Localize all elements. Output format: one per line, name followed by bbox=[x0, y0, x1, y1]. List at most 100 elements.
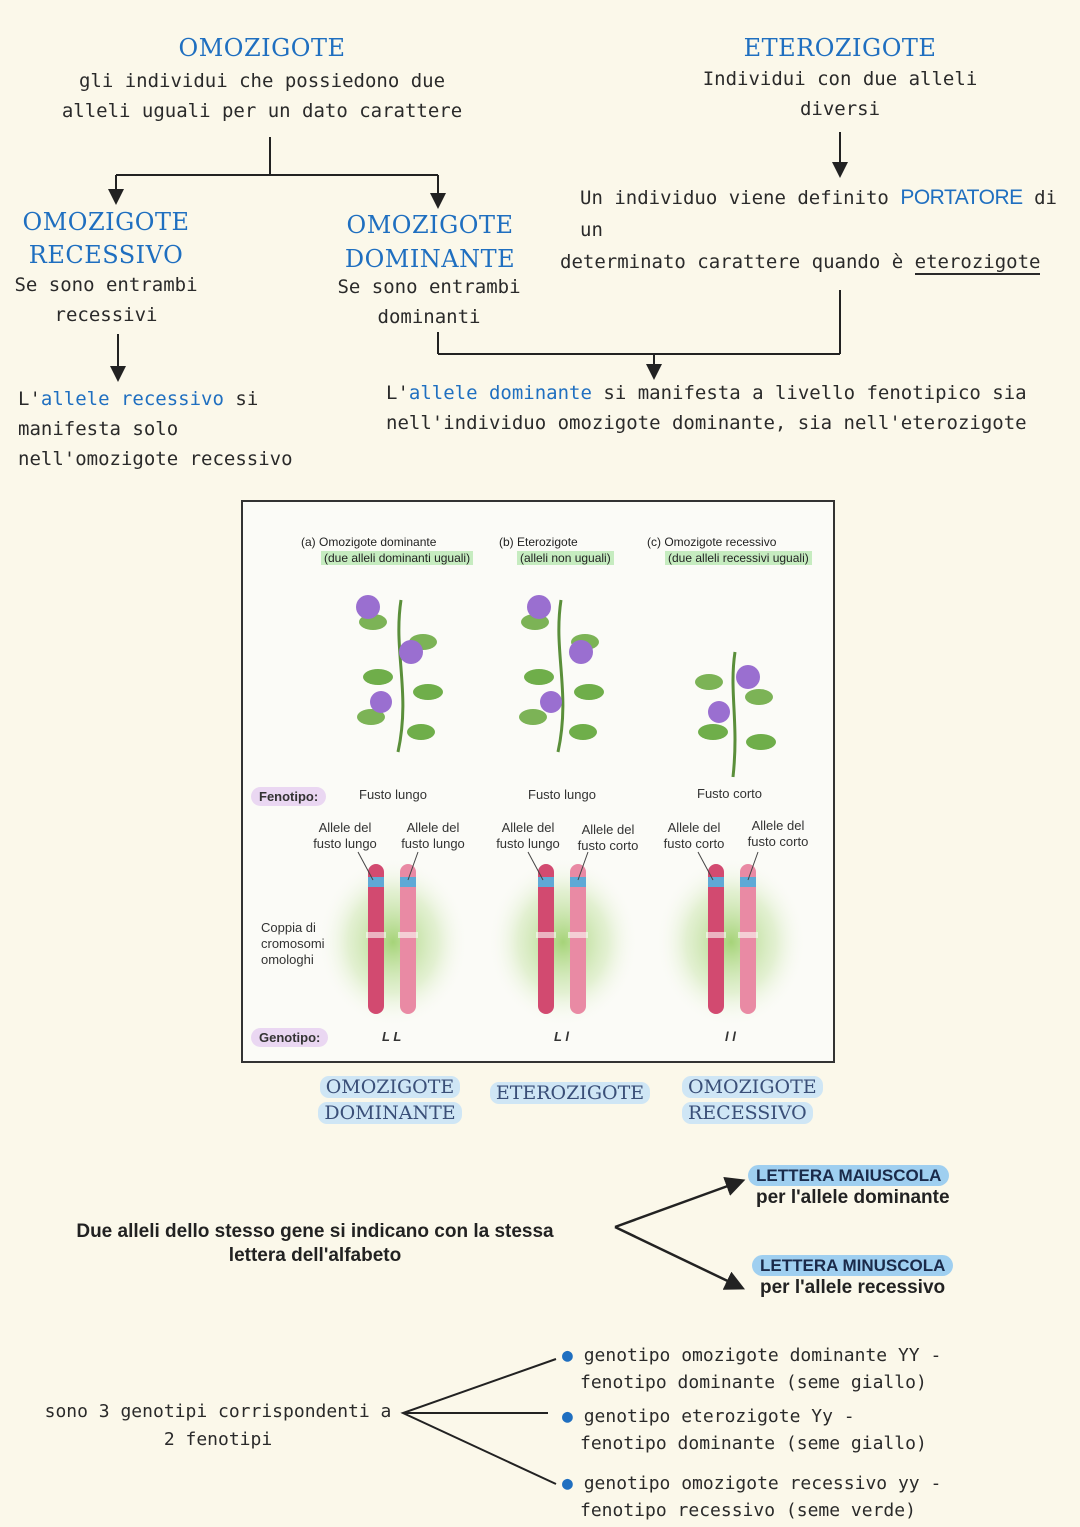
genotype-item-1: ● genotipo omozigote dominante YY - feno… bbox=[562, 1342, 1062, 1396]
allele-c2-type: fusto corto bbox=[747, 834, 809, 849]
dominante-desc-line1: Se sono entrambi bbox=[337, 276, 521, 298]
recessivo-desc: Se sono entrambi recessivi bbox=[0, 270, 212, 330]
portatore-note: Un individuo viene definito PORTATORE di… bbox=[560, 182, 1060, 278]
header-a-title: (a) Omozigote dominante bbox=[301, 535, 437, 549]
homologous-pair-label: Coppia di cromosomi omologhi bbox=[261, 920, 325, 968]
recessivo-note-line2: manifesta solo bbox=[18, 418, 179, 440]
recessivo-title-line1: OMOZIGOTE bbox=[22, 208, 190, 236]
recessivo-note-post: si bbox=[235, 388, 259, 410]
header-b-title: (b) Eterozigote bbox=[499, 535, 578, 549]
bullet-icon: ● bbox=[562, 1406, 573, 1427]
allele-a2-type: fusto lungo bbox=[401, 836, 465, 851]
recessivo-note-line3: nell'omozigote recessivo bbox=[18, 448, 293, 470]
header-b-sub: (alleli non uguali) bbox=[517, 551, 614, 565]
letters-statement-line2: lettera dell'alfabeto bbox=[228, 1245, 402, 1266]
genotype-item-2-line2: fenotipo dominante (seme giallo) bbox=[580, 1433, 927, 1454]
chromosome-pair-b-icon bbox=[536, 864, 588, 1014]
chromosome-pair-c-icon bbox=[706, 864, 758, 1014]
dominante-note-line2: nell'individuo omozigote dominante, sia … bbox=[386, 412, 1027, 434]
dominante-note-post: si manifesta a livello fenotipico sia bbox=[603, 382, 1027, 404]
genotype-item-3-line2: fenotipo recessivo (seme verde) bbox=[580, 1500, 916, 1521]
allele-b2-type: fusto corto bbox=[577, 838, 639, 853]
genotype-label-text: Genotipo: bbox=[251, 1028, 329, 1047]
caption-dominante: OMOZIGOTE DOMINANTE bbox=[310, 1074, 470, 1126]
caption-a-line1: OMOZIGOTE bbox=[319, 1076, 461, 1098]
allele-c1-word: Allele del bbox=[667, 820, 721, 835]
plant-a-icon bbox=[356, 595, 443, 753]
omozigote-desc-line1: gli individui che possiedono due bbox=[78, 70, 446, 92]
uppercase-rule: LETTERA MAIUSCOLA per l'allele dominante bbox=[748, 1165, 1068, 1210]
letters-statement-line1: Due alleli dello stesso gene si indicano… bbox=[76, 1221, 554, 1242]
lowercase-desc: per l'allele recessivo bbox=[760, 1277, 946, 1298]
pair-label-line1: Coppia di bbox=[261, 920, 316, 935]
recessivo-note-blue: allele recessivo bbox=[40, 388, 224, 410]
pair-label-line2: cromosomi bbox=[261, 936, 325, 951]
allele-b1-type: fusto lungo bbox=[496, 836, 560, 851]
plant-b-icon bbox=[519, 595, 604, 753]
figure-header-a: (a) Omozigote dominante (due alleli domi… bbox=[301, 534, 474, 566]
lowercase-tag: LETTERA MINUSCOLA bbox=[752, 1255, 954, 1276]
genotype-c: l l bbox=[725, 1029, 736, 1044]
portatore-line2-pre: determinato carattere quando è bbox=[560, 251, 904, 273]
bullet-icon: ● bbox=[562, 1345, 573, 1366]
genotypes-statement: sono 3 genotipi corrispondenti a 2 fenot… bbox=[40, 1398, 396, 1454]
genotype-b: L l bbox=[554, 1029, 569, 1044]
bullet-icon: ● bbox=[562, 1473, 573, 1494]
recessivo-note: L'allele recessivo si manifesta solo nel… bbox=[18, 384, 298, 474]
dominante-title: OMOZIGOTE DOMINANTE bbox=[330, 208, 530, 276]
header-a-sub: (due alleli dominanti uguali) bbox=[321, 551, 474, 565]
omozigote-desc: gli individui che possiedono due alleli … bbox=[60, 66, 464, 126]
figure-header-c: (c) Omozigote recessivo (due alleli rece… bbox=[647, 534, 812, 566]
recessivo-title: OMOZIGOTE RECESSIVO bbox=[6, 206, 206, 272]
dominante-note-pre: L' bbox=[386, 382, 409, 404]
eterozigote-desc: Individui con due alleli diversi bbox=[690, 64, 990, 124]
portatore-line2-word: eterozigote bbox=[914, 251, 1041, 275]
allele-b2-word: Allele del bbox=[581, 822, 635, 837]
phenotype-label: Fenotipo: bbox=[251, 786, 327, 806]
dominante-desc: Se sono entrambi dominanti bbox=[326, 272, 532, 332]
caption-c-line1: OMOZIGOTE bbox=[682, 1076, 823, 1098]
letters-statement: Due alleli dello stesso gene si indicano… bbox=[50, 1220, 580, 1268]
omozigote-title: OMOZIGOTE bbox=[178, 34, 346, 62]
recessivo-desc-line2: recessivi bbox=[54, 304, 158, 326]
phenotype-a: Fusto lungo bbox=[359, 787, 427, 802]
eterozigote-desc-line2: diversi bbox=[799, 98, 881, 120]
omozigote-desc-line2: alleli uguali per un dato carattere bbox=[61, 100, 463, 122]
dominante-title-line2: DOMINANTE bbox=[344, 245, 516, 273]
header-c-title: (c) Omozigote recessivo bbox=[647, 535, 777, 549]
genotype-a: L L bbox=[382, 1029, 402, 1044]
allele-c2-word: Allele del bbox=[751, 818, 805, 833]
portatore-pre: Un individuo viene definito bbox=[580, 187, 889, 209]
dominante-desc-line2: dominanti bbox=[377, 306, 481, 328]
allele-b1-word: Allele del bbox=[501, 820, 555, 835]
dominante-note: L'allele dominante si manifesta a livell… bbox=[386, 378, 1066, 438]
caption-a-line2: DOMINANTE bbox=[318, 1102, 462, 1124]
genotypes-statement-line1: sono 3 genotipi corrispondenti a bbox=[44, 1401, 392, 1422]
genotype-label: Genotipo: bbox=[251, 1027, 329, 1047]
genotype-item-2-line1: genotipo eterozigote Yy - bbox=[583, 1406, 855, 1427]
figure-drawing bbox=[318, 595, 806, 1027]
chromosome-pair-a-icon bbox=[366, 864, 418, 1014]
eterozigote-desc-line1: Individui con due alleli bbox=[702, 68, 978, 90]
dominante-title-line1: OMOZIGOTE bbox=[346, 211, 514, 239]
figure-header-b: (b) Eterozigote (alleli non uguali) bbox=[499, 534, 614, 566]
caption-c-line2: RECESSIVO bbox=[682, 1102, 813, 1124]
allele-c1-type: fusto corto bbox=[663, 836, 725, 851]
genotype-item-1-line2: fenotipo dominante (seme giallo) bbox=[580, 1372, 927, 1393]
genotype-item-2: ● genotipo eterozigote Yy - fenotipo dom… bbox=[562, 1403, 1062, 1457]
genotype-item-1-line1: genotipo omozigote dominante YY - bbox=[583, 1345, 942, 1366]
caption-b-line1: ETEROZIGOTE bbox=[489, 1082, 651, 1104]
allele-a2-word: Allele del bbox=[406, 820, 460, 835]
allele-a1-type: fusto lungo bbox=[313, 836, 377, 851]
recessivo-title-line2: RECESSIVO bbox=[28, 241, 184, 269]
caption-recessivo: OMOZIGOTE RECESSIVO bbox=[682, 1074, 852, 1126]
portatore-post: di un bbox=[580, 187, 1057, 241]
genetics-figure: (a) Omozigote dominante (due alleli domi… bbox=[241, 500, 835, 1063]
uppercase-desc: per l'allele dominante bbox=[756, 1187, 950, 1208]
